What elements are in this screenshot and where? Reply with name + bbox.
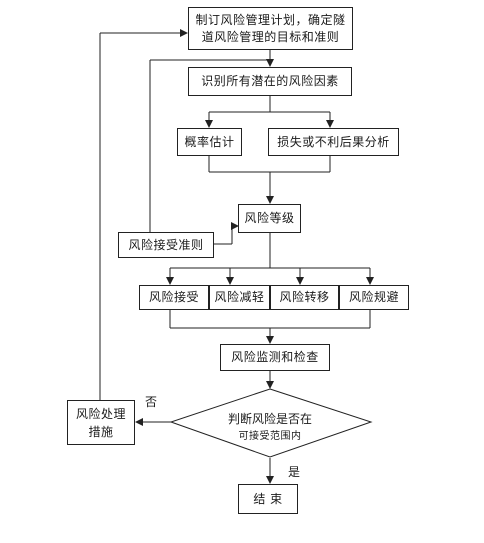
decision-label: 判断风险是否在 可接受范围内: [195, 411, 345, 445]
identify-box: 识别所有潜在的风险因素: [188, 67, 352, 96]
decision-label-line-2: 可接受范围内: [238, 431, 302, 442]
consequence-box: 损失或不利后果分析: [268, 128, 399, 156]
plan-box: 制订风险管理计划，确定隧道风险管理的目标和准则: [188, 7, 353, 50]
accept-box: 风险接受: [139, 285, 209, 310]
level-box: 风险等级: [238, 204, 301, 233]
reduce-box: 风险减轻: [209, 285, 270, 310]
probability-box: 概率估计: [177, 128, 242, 156]
yes-label: 是: [288, 465, 301, 479]
transfer-box: 风险转移: [270, 285, 339, 310]
end-box: 结 束: [238, 484, 298, 514]
no-label: 否: [145, 395, 158, 409]
decision-diamond: [169, 388, 373, 458]
treatment-box: 风险处理措施: [67, 400, 135, 445]
avoid-box: 风险规避: [339, 285, 409, 310]
decision-label-line-1: 判断风险是否在: [227, 412, 312, 426]
monitor-box: 风险监测和检查: [220, 344, 330, 371]
criteria-box: 风险接受准则: [118, 232, 214, 258]
